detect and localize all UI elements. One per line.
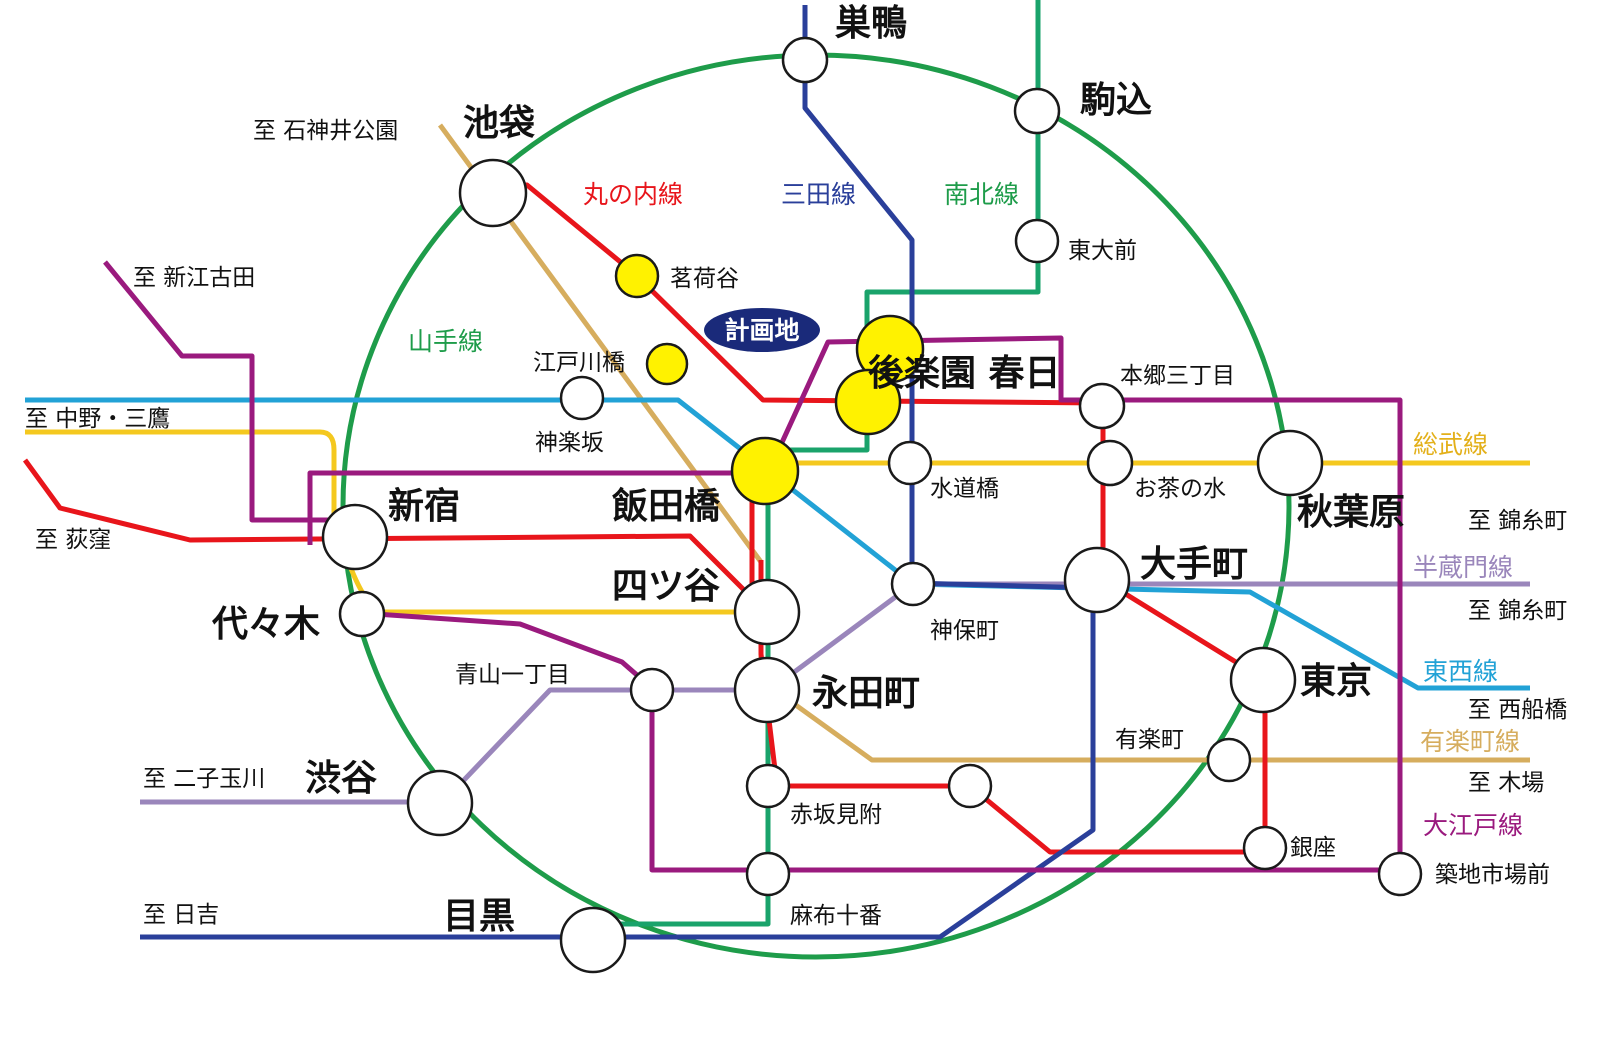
station-marker-nagatacho[interactable] [733,656,801,724]
destination-label-nakano-mitaka: 至 中野・三鷹 [25,406,170,432]
station-marker-kasuga[interactable] [834,368,902,436]
oedo-line-west [103,260,352,523]
destination-label-kinshicho-2: 至 錦糸町 [1468,598,1567,624]
station-label-akihabara: 秋葉原 [1297,491,1405,533]
line-label-sobu: 総武線 [1413,430,1488,459]
destination-label-shin-egota: 至 新江古田 [133,265,255,291]
station-marker-ginza[interactable] [1242,825,1288,871]
station-label-yoyogi: 代々木 [211,603,320,645]
station-marker-akasaka-mitsuke[interactable] [745,763,791,809]
station-marker-akasaka[interactable] [947,763,993,809]
line-label-mita: 三田線 [781,180,856,209]
station-label-nagatacho: 永田町 [812,672,920,714]
station-marker-suidobashi[interactable] [887,440,933,486]
line-label-namboku: 南北線 [944,180,1019,209]
station-label-azabu-juban: 麻布十番 [790,903,882,929]
station-label-otemachi: 大手町 [1140,543,1248,585]
station-label-ikebukuro: 池袋 [463,102,535,144]
station-label-sugamo: 巣鴨 [835,2,907,44]
station-marker-myogadani[interactable] [614,253,660,299]
destination-label-ogikubo: 至 荻窪 [35,527,111,553]
station-marker-kagurazaka[interactable] [559,375,605,421]
station-marker-tsukiji-shijo[interactable] [1377,851,1423,897]
station-label-kagurazaka: 神楽坂 [535,430,604,456]
line-label-yurakucho: 有楽町線 [1420,727,1520,756]
station-label-korakuen-kasuga: 後楽園 春日 [868,352,1061,394]
station-label-hongo-sanchome: 本郷三丁目 [1120,363,1235,389]
station-marker-otemachi[interactable] [1063,546,1131,614]
station-marker-tokyo[interactable] [1229,646,1297,714]
station-label-iidabashi: 飯田橋 [612,485,720,527]
line-label-yamanote: 山手線 [408,327,483,356]
destination-label-kinshicho-1: 至 錦糸町 [1468,508,1567,534]
station-label-suidobashi: 水道橋 [930,476,999,502]
station-label-aoyama-itchome: 青山一丁目 [455,662,570,688]
planned-site-label: 計画地 [724,316,799,345]
station-marker-yoyogi[interactable] [338,590,386,638]
station-marker-komagome[interactable] [1013,87,1061,135]
marunouchi-line-branch [22,458,762,608]
mita-line [140,5,1096,940]
station-marker-yotsuya[interactable] [733,578,801,646]
station-marker-iidabashi[interactable] [730,436,800,506]
station-label-edogawabashi: 江戸川橋 [533,350,625,376]
station-label-komagome: 駒込 [1080,79,1152,121]
station-label-ochanomizu: お茶の水 [1134,476,1226,502]
station-marker-ochanomizu[interactable] [1086,439,1134,487]
destination-label-futako-tamagawa: 至 二子玉川 [143,766,265,792]
station-marker-aoyama-itchome[interactable] [629,667,675,713]
station-marker-akihabara[interactable] [1256,429,1324,497]
station-marker-yurakucho[interactable] [1206,737,1252,783]
station-label-meguro: 目黒 [443,895,515,937]
namboku-line [580,0,1041,927]
station-marker-ikebukuro[interactable] [458,158,528,228]
line-label-oedo: 大江戸線 [1423,811,1523,840]
destination-label-kiba: 至 木場 [1468,770,1544,796]
station-marker-jimbocho[interactable] [890,561,936,607]
station-label-todaimae: 東大前 [1068,238,1137,264]
line-label-marunouchi: 丸の内線 [583,180,683,209]
station-label-jimbocho: 神保町 [930,618,999,644]
station-marker-todaimae[interactable] [1014,218,1060,264]
planned-site-marker: 計画地 [704,308,820,352]
station-marker-shinjuku[interactable] [321,503,389,571]
station-label-yotsuya: 四ツ谷 [612,565,720,607]
line-label-hanzomon: 半蔵門線 [1413,553,1513,582]
station-marker-meguro[interactable] [559,906,627,974]
station-label-ginza: 銀座 [1290,835,1336,861]
station-marker-azabu-juban[interactable] [745,851,791,897]
station-label-shinjuku: 新宿 [388,485,460,527]
destination-label-nishi-funabashi: 至 西船橋 [1468,697,1567,723]
station-label-tsukiji-shijo: 築地市場前 [1435,862,1550,888]
station-label-yurakucho: 有楽町 [1115,727,1184,753]
station-label-myogadani: 茗荷谷 [670,266,739,292]
station-marker-sugamo[interactable] [781,36,829,84]
destination-label-hiyoshi: 至 日吉 [143,902,219,928]
station-marker-shibuya[interactable] [406,769,474,837]
station-label-tokyo: 東京 [1300,660,1372,702]
station-marker-edogawabashi[interactable] [645,342,689,386]
station-label-akasaka-mitsuke: 赤坂見附 [790,802,882,828]
destination-label-shakujii-koen: 至 石神井公園 [253,118,398,144]
station-marker-hongo-sanchome[interactable] [1078,382,1126,430]
line-label-tozai: 東西線 [1423,657,1498,686]
station-label-shibuya: 渋谷 [305,757,377,799]
